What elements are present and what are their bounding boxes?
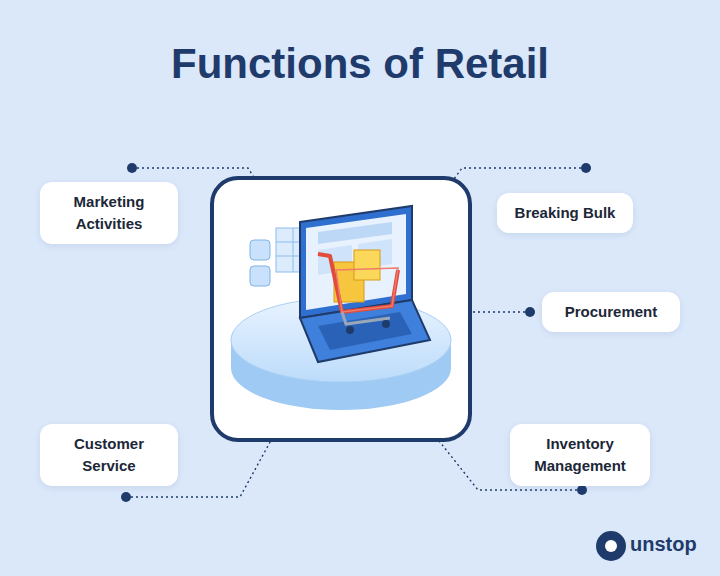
function-label: Procurement xyxy=(552,301,670,323)
function-box: Customer Service xyxy=(40,424,178,486)
watermark-logo: unstop xyxy=(630,533,697,556)
logo-mark xyxy=(596,531,626,561)
function-box: Marketing Activities xyxy=(40,182,178,244)
diagram-title: Functions of Retail xyxy=(0,40,720,88)
function-label: Inventory Management xyxy=(520,433,640,477)
function-box: Inventory Management xyxy=(510,424,650,486)
function-label: Customer Service xyxy=(50,433,168,477)
shopping-cart xyxy=(318,250,398,334)
function-box: Procurement xyxy=(542,292,680,332)
function-label: Marketing Activities xyxy=(50,191,168,235)
function-label: Breaking Bulk xyxy=(507,202,623,224)
function-box: Breaking Bulk xyxy=(497,193,633,233)
center-frame xyxy=(212,178,470,440)
logo-mark-inner xyxy=(605,540,617,552)
platform xyxy=(231,298,451,410)
laptop xyxy=(300,206,430,362)
